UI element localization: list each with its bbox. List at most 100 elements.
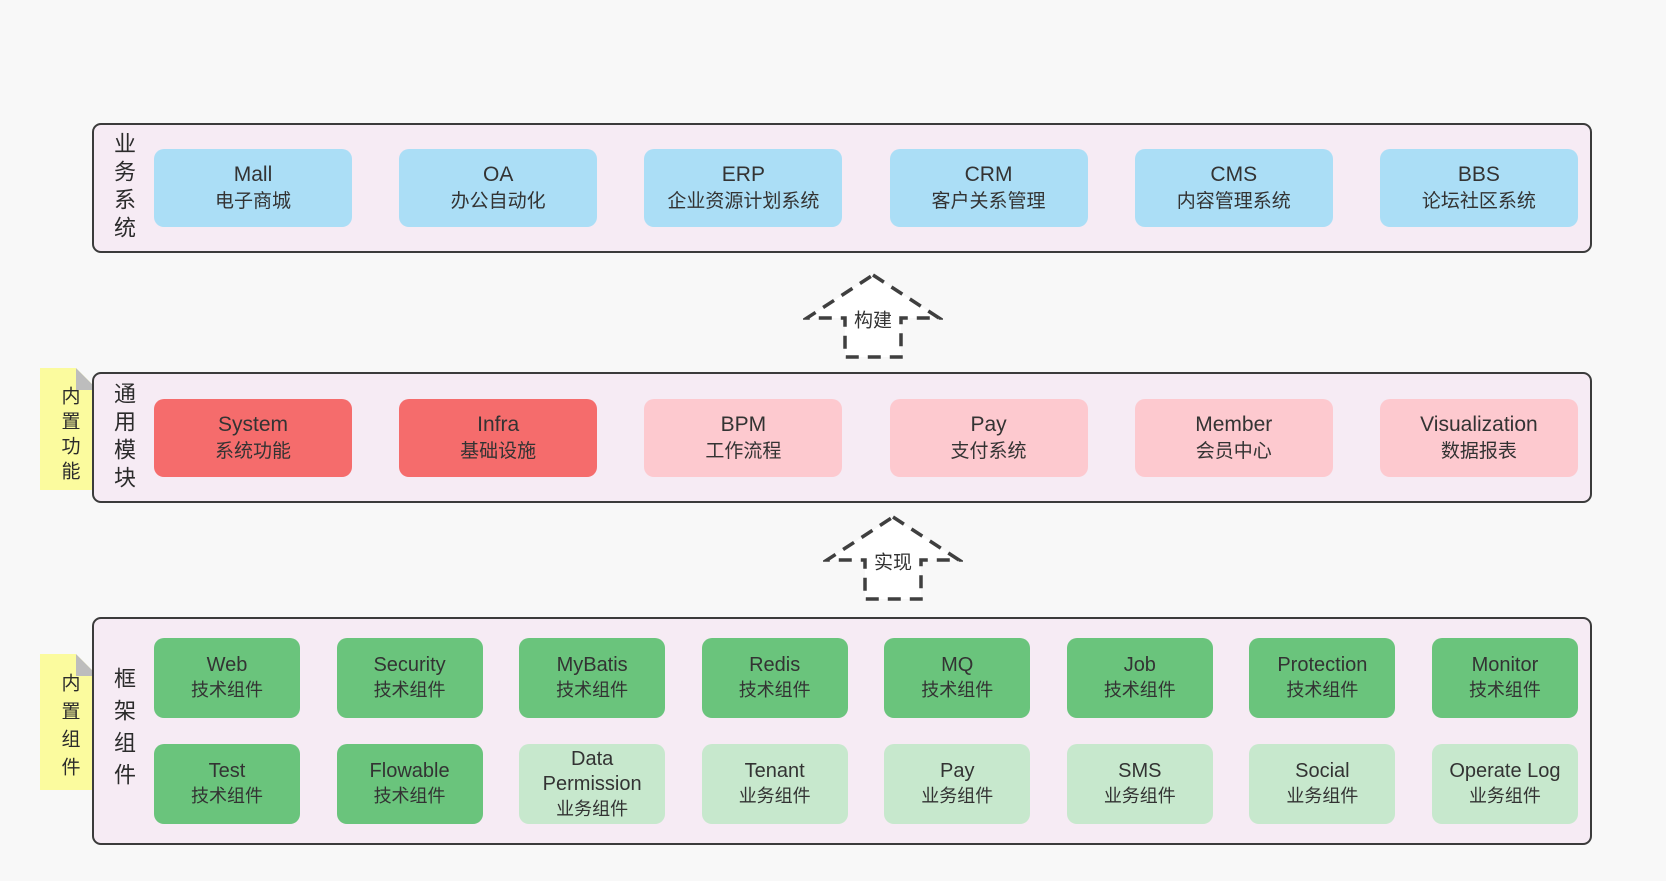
cms-box: CMS 内容管理系统 (1134, 149, 1333, 227)
crm-box: CRM 客户关系管理 (889, 149, 1088, 227)
common-modules-label: 通用模块 (111, 381, 136, 494)
box-title: Monitor (1471, 654, 1539, 676)
box-title: ERP (721, 163, 765, 186)
box-title: Tenant (744, 760, 805, 782)
sticky-note-built-in-components: 内置组件 (40, 654, 98, 790)
sticky-note-built-in-features: 内置功能 (40, 368, 98, 490)
box-title: Web (206, 654, 248, 676)
box-subtitle: 业务组件 (1468, 786, 1541, 806)
box-title: System (217, 412, 288, 436)
security-box: Security 技术组件 (336, 638, 483, 718)
business-systems-panel: 业务系统 Mall 电子商城 OA 办公自动化 ERP 企业资源计划系统 CRM 客户关系管理… (92, 123, 1592, 253)
sms-box: SMS 业务组件 (1066, 744, 1213, 824)
job-box: Job 技术组件 (1066, 638, 1213, 718)
flowable-box: Flowable 技术组件 (336, 744, 483, 824)
box-title: Member (1195, 412, 1273, 436)
box-subtitle: 技术组件 (1468, 680, 1541, 700)
box-subtitle: 业务组件 (556, 798, 629, 819)
box-subtitle: 系统功能 (214, 440, 291, 462)
arrow-build-label: 构建 (848, 303, 898, 335)
protection-box: Protection 技术组件 (1249, 638, 1396, 718)
box-subtitle: 技术组件 (373, 786, 446, 806)
box-subtitle: 业务组件 (921, 786, 994, 806)
mybatis-box: MyBatis 技术组件 (519, 638, 666, 718)
framework-components-row: Test 技术组件 Flowable 技术组件 Data Permission 业务组件 T… (154, 744, 1578, 824)
common-modules-rows: System 系统功能 Infra 基础设施 BPM 工作流程 Pay 支付系统 Member 会… (154, 374, 1578, 501)
oa-box: OA 办公自动化 (399, 149, 598, 227)
arrow-implement-label: 实现 (868, 545, 918, 577)
box-title: Visualization (1420, 412, 1538, 436)
box-title: Protection (1277, 654, 1368, 676)
box-title: Test (208, 760, 246, 782)
box-title: Mall (233, 163, 273, 186)
box-subtitle: 技术组件 (1286, 680, 1359, 700)
business-systems-row: Mall 电子商城 OA 办公自动化 ERP 企业资源计划系统 CRM 客户关系管理 CMS 内容… (154, 149, 1578, 227)
box-title: Infra (477, 412, 520, 436)
box-title: MyBatis (556, 654, 628, 676)
erp-box: ERP 企业资源计划系统 (644, 149, 843, 227)
box-subtitle: 业务组件 (1286, 786, 1359, 806)
box-subtitle: 电子商城 (214, 191, 291, 212)
box-title: CMS (1210, 163, 1258, 186)
test-box: Test 技术组件 (154, 744, 300, 824)
box-subtitle: 会员中心 (1195, 440, 1272, 462)
member-box: Member 会员中心 (1134, 398, 1333, 477)
box-subtitle: 技术组件 (373, 680, 446, 700)
box-subtitle: 技术组件 (191, 680, 263, 700)
box-subtitle: 企业资源计划系统 (667, 191, 820, 212)
box-title: BBS (1457, 163, 1500, 186)
business-systems-label: 业务系统 (111, 132, 136, 244)
box-subtitle: 工作流程 (705, 440, 782, 462)
box-subtitle: 技术组件 (738, 680, 811, 700)
monitor-box: Monitor 技术组件 (1431, 638, 1578, 718)
box-title: Redis (749, 654, 801, 676)
box-title: Pay (940, 760, 975, 782)
box-subtitle: 技术组件 (1103, 680, 1176, 700)
common-modules-row: System 系统功能 Infra 基础设施 BPM 工作流程 Pay 支付系统 Member 会… (154, 398, 1578, 477)
box-subtitle: 内容管理系统 (1176, 191, 1291, 212)
box-subtitle: 技术组件 (191, 786, 263, 806)
box-subtitle: 支付系统 (950, 440, 1027, 462)
visualization-box: Visualization 数据报表 (1379, 398, 1578, 477)
arrow-build: 构建 (803, 272, 943, 360)
box-title: Operate Log (1449, 760, 1561, 782)
social-box: Social 业务组件 (1249, 744, 1396, 824)
system-box: System 系统功能 (154, 398, 352, 477)
business-systems-rows: Mall 电子商城 OA 办公自动化 ERP 企业资源计划系统 CRM 客户关系管理 CMS 内容… (154, 125, 1578, 251)
web-box: Web 技术组件 (154, 638, 300, 718)
box-subtitle: 论坛社区系统 (1421, 191, 1536, 212)
bpm-box: BPM 工作流程 (644, 398, 843, 477)
box-subtitle: 客户关系管理 (931, 191, 1046, 212)
box-subtitle: 业务组件 (1103, 786, 1176, 806)
pay-box: Pay 支付系统 (889, 398, 1088, 477)
box-title: Data Permission (542, 747, 642, 795)
operate-log-box: Operate Log 业务组件 (1431, 744, 1578, 824)
mall-box: Mall 电子商城 (154, 149, 352, 227)
box-subtitle: 数据报表 (1440, 440, 1517, 462)
pay-box: Pay 业务组件 (884, 744, 1031, 824)
redis-box: Redis 技术组件 (701, 638, 848, 718)
box-title: Social (1295, 760, 1350, 782)
box-title: BPM (720, 412, 767, 436)
box-title: Pay (970, 412, 1007, 436)
box-title: Security (373, 654, 446, 676)
arrow-implement: 实现 (823, 514, 963, 602)
framework-components-label: 框架组件 (111, 667, 136, 795)
box-subtitle: 办公自动化 (450, 191, 546, 212)
box-title: Job (1123, 654, 1156, 676)
box-subtitle: 技术组件 (921, 680, 994, 700)
common-modules-panel: 通用模块 System 系统功能 Infra 基础设施 BPM 工作流程 Pay 支付系统 Me… (92, 372, 1592, 503)
box-subtitle: 技术组件 (556, 680, 629, 700)
box-subtitle: 业务组件 (738, 786, 811, 806)
bbs-box: BBS 论坛社区系统 (1379, 149, 1578, 227)
data-permission-box: Data Permission 业务组件 (519, 744, 666, 824)
box-subtitle: 基础设施 (460, 440, 537, 462)
box-title: CRM (964, 163, 1013, 186)
box-title: SMS (1118, 760, 1162, 782)
box-title: OA (483, 163, 514, 186)
box-title: Flowable (369, 760, 450, 782)
